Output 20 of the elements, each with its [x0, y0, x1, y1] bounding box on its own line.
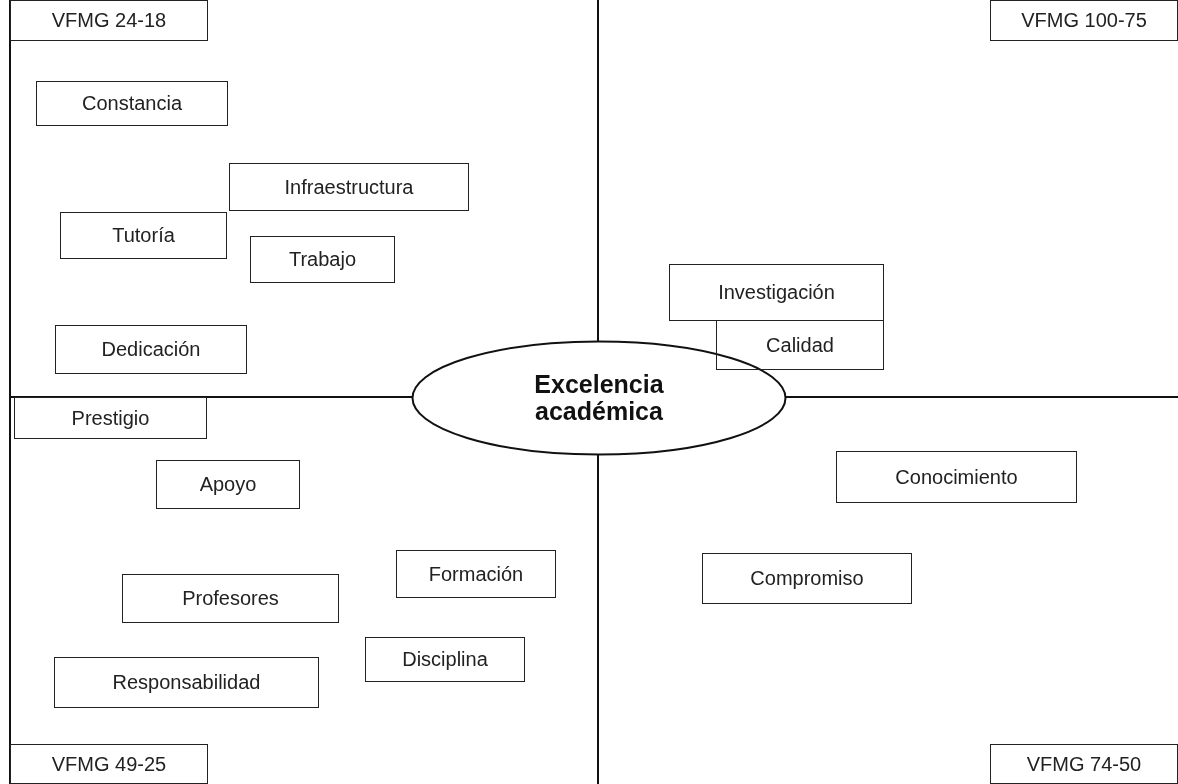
label-box: VFMG 24-18 — [10, 0, 208, 41]
label-box: Constancia — [36, 81, 228, 126]
label-box: Responsabilidad — [54, 657, 319, 708]
label-box: Investigación — [669, 264, 884, 321]
label-box: VFMG 100-75 — [990, 0, 1178, 41]
label-box: Infraestructura — [229, 163, 469, 211]
label-box: VFMG 74-50 — [990, 744, 1178, 784]
central-concept-text: Excelencia académica — [533, 370, 665, 426]
label-box: Calidad — [716, 320, 884, 370]
label-box: Formación — [396, 550, 556, 598]
label-box: Dedicación — [55, 325, 247, 374]
label-box: Profesores — [122, 574, 339, 623]
label-box: Disciplina — [365, 637, 525, 682]
label-box: Prestigio — [14, 397, 207, 439]
label-box: Compromiso — [702, 553, 912, 604]
label-box: Conocimiento — [836, 451, 1077, 503]
label-box: Apoyo — [156, 460, 300, 509]
label-box: Trabajo — [250, 236, 395, 283]
label-box: Tutoría — [60, 212, 227, 259]
label-box: VFMG 49-25 — [10, 744, 208, 784]
